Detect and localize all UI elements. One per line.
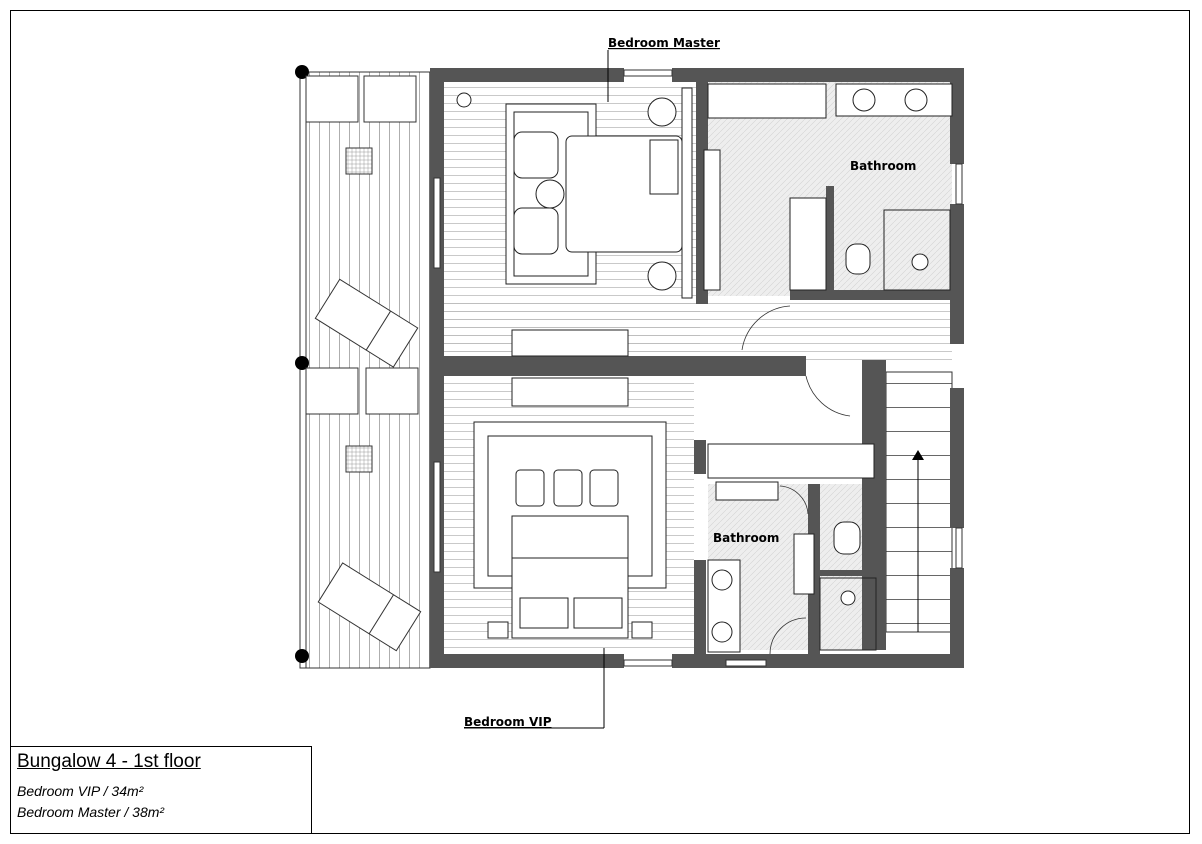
label-bathroom-lower: Bathroom	[713, 531, 779, 545]
column-bottom	[295, 649, 309, 663]
vip-bath-fixtures	[707, 443, 877, 653]
staircase	[885, 371, 953, 633]
terrace-deck	[295, 65, 431, 669]
windows	[433, 69, 963, 667]
label-bathroom-upper: Bathroom	[850, 159, 916, 173]
master-bedroom-furniture	[456, 87, 721, 299]
label-bedroom-master: Bedroom Master	[608, 36, 720, 50]
door-swings	[741, 305, 851, 655]
label-bedroom-vip: Bedroom VIP	[464, 715, 552, 729]
legend-title: Bungalow 4 - 1st floor	[17, 751, 201, 772]
drawing-frame	[10, 10, 1190, 834]
master-bath-fixtures	[707, 83, 953, 291]
legend-line-master: Bedroom Master / 38m²	[17, 804, 165, 820]
vip-bedroom-furniture	[473, 329, 667, 639]
legend-line-vip: Bedroom VIP / 34m²	[17, 783, 144, 799]
column-middle	[295, 356, 309, 370]
stair-arrow-icon	[912, 450, 924, 632]
legend-box: Bungalow 4 - 1st floor Bedroom VIP / 34m…	[10, 746, 312, 834]
